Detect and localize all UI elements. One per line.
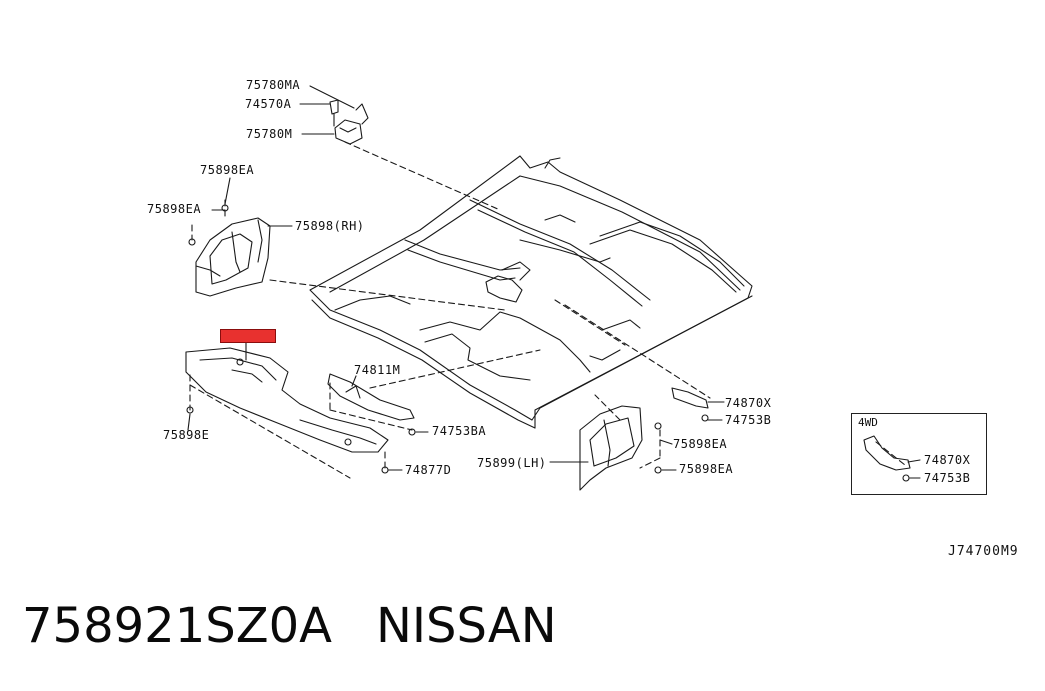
label-74570a: 74570A xyxy=(245,97,292,111)
label-75780m: 75780M xyxy=(246,127,293,141)
label-75898-rh: 75898(RH) xyxy=(295,219,365,233)
bracket-75780m xyxy=(329,99,369,145)
diagram-code: J74700M9 xyxy=(948,544,1019,559)
front-under-cover xyxy=(185,347,389,453)
highlighted-part-label xyxy=(220,329,276,343)
caption: 758921SZ0A NISSAN xyxy=(22,598,557,654)
floor-panel xyxy=(309,155,753,429)
label-74811m: 74811M xyxy=(354,363,401,377)
inset-4wd-box xyxy=(851,413,987,495)
label-leaders xyxy=(187,85,921,479)
side-cover-lh xyxy=(579,405,662,491)
brand-name: NISSAN xyxy=(375,598,557,654)
leader-lines xyxy=(189,141,906,479)
label-75898ea-mid: 75898EA xyxy=(673,437,728,451)
inset-label-74753b: 74753B xyxy=(924,471,971,485)
label-75898ea-left: 75898EA xyxy=(147,202,202,216)
label-75898ea-top: 75898EA xyxy=(200,163,255,177)
inset-4wd-bracket xyxy=(863,435,911,482)
label-75898ea-low: 75898EA xyxy=(679,462,734,476)
label-74870x: 74870X xyxy=(725,396,772,410)
inset-4wd-title: 4WD xyxy=(858,416,878,429)
label-74753ba: 74753BA xyxy=(432,424,487,438)
label-75899-lh: 75899(LH) xyxy=(477,456,547,470)
part-number: 758921SZ0A xyxy=(22,598,332,654)
label-75898e: 75898E xyxy=(163,428,210,442)
bracket-74870x xyxy=(671,387,709,422)
label-74877d: 74877D xyxy=(405,463,452,477)
bracket-74811m xyxy=(327,373,416,474)
label-75780ma: 75780MA xyxy=(246,78,301,92)
label-74753b: 74753B xyxy=(725,413,772,427)
side-cover-rh xyxy=(188,204,271,297)
inset-label-74870x: 74870X xyxy=(924,453,971,467)
